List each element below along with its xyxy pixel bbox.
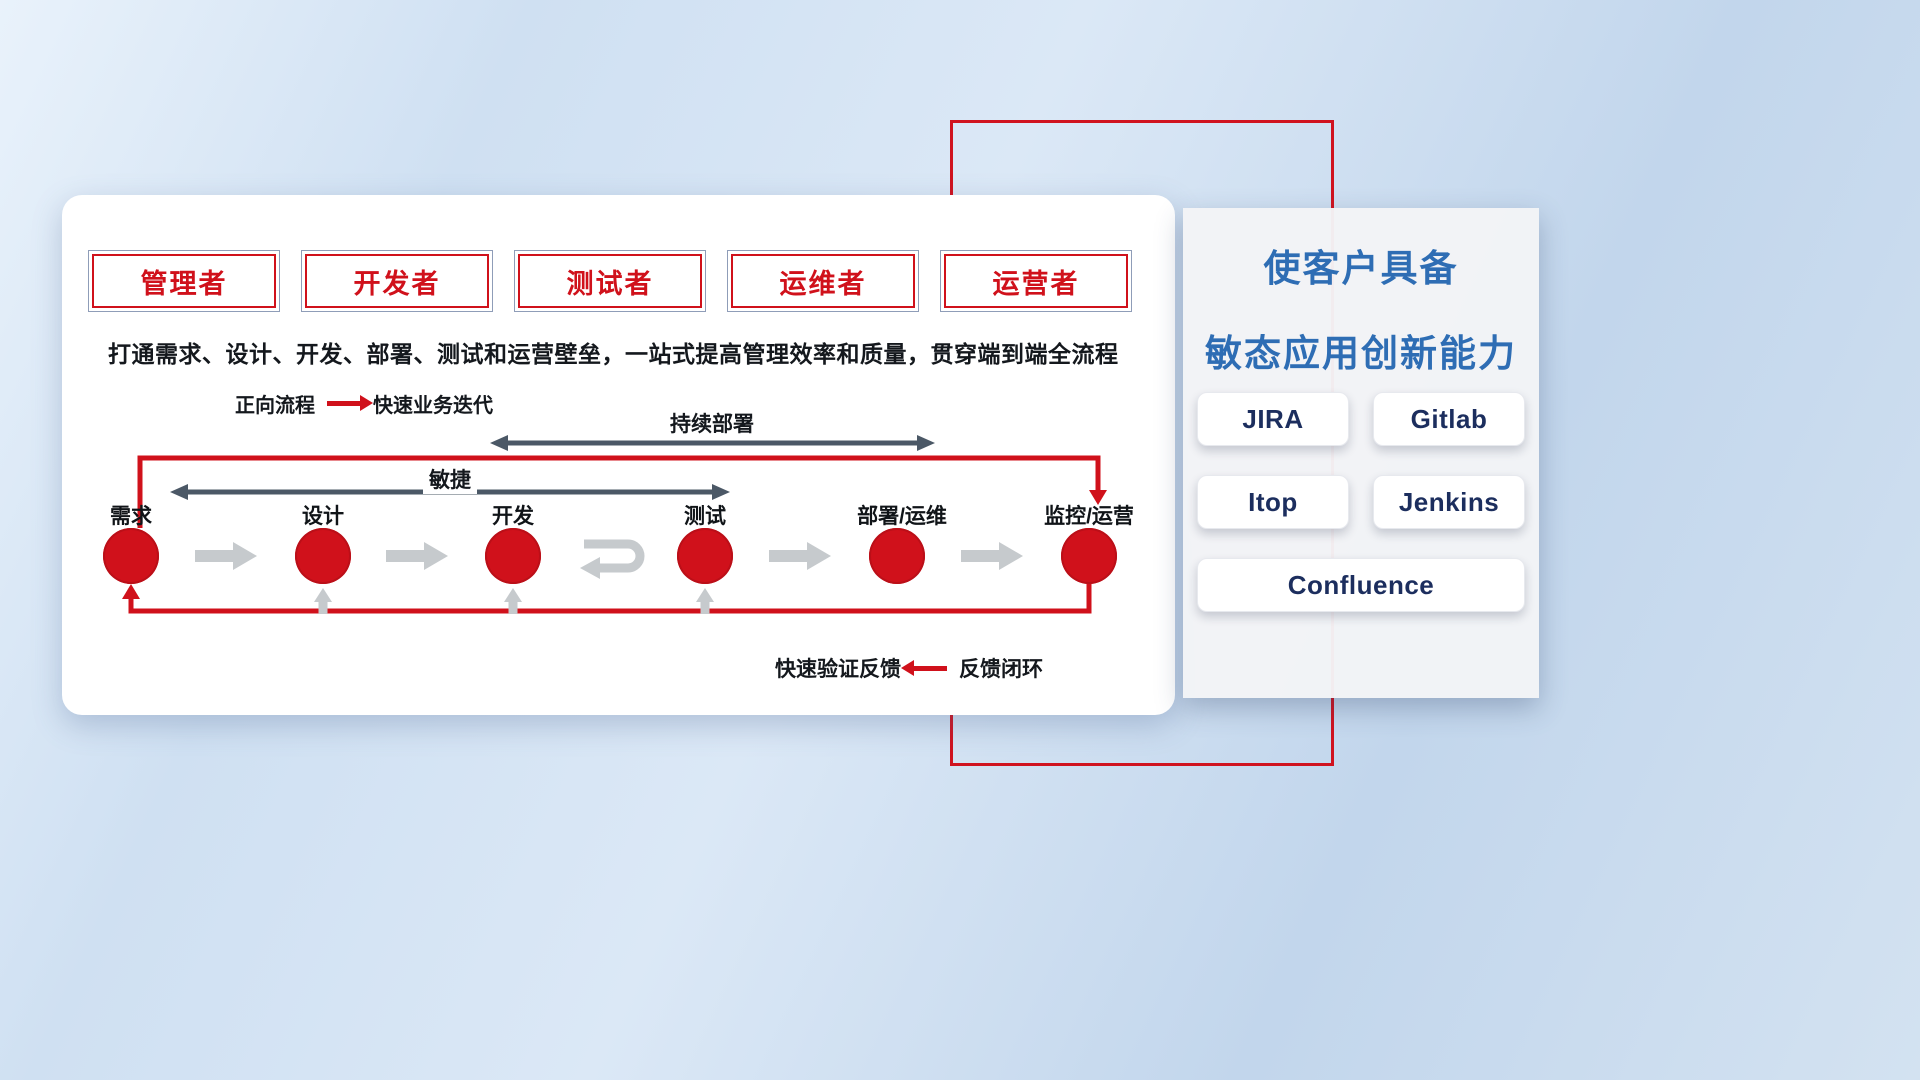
tool-grid: JIRA Gitlab Itop Jenkins Confluence bbox=[1197, 392, 1525, 612]
dark-arrow-lines bbox=[185, 440, 920, 495]
role-label-tester: 测试者 bbox=[566, 268, 654, 299]
stage-node-design bbox=[295, 528, 351, 584]
stage-label-testing: 测试 bbox=[684, 505, 726, 528]
legend-forward-label: 正向流程 bbox=[235, 395, 315, 417]
stage-label-deploy-ops: 部署/运维 bbox=[857, 505, 947, 528]
red-left-arrow-icon bbox=[901, 659, 947, 676]
dark-arrow-heads bbox=[170, 435, 935, 500]
legend-feedback: 快速验证反馈 反馈闭环 bbox=[775, 653, 1043, 683]
forward-loop-line bbox=[137, 455, 1101, 528]
role-label-developer: 开发者 bbox=[353, 268, 441, 299]
stage-label-development: 开发 bbox=[492, 505, 534, 528]
tool-jenkins: Jenkins bbox=[1373, 475, 1525, 529]
flow-diagram-lines bbox=[122, 435, 1107, 614]
tool-confluence: Confluence bbox=[1197, 558, 1525, 612]
role-label-manager: 管理者 bbox=[140, 268, 228, 299]
tool-itop: Itop bbox=[1197, 475, 1349, 529]
feedback-up-arrow-heads bbox=[314, 588, 714, 602]
stage-label-requirements: 需求 bbox=[110, 505, 152, 528]
role-box-ops: 运维者 bbox=[727, 250, 919, 312]
feedback-up-arrow-lines bbox=[318, 600, 710, 614]
legend-forward-caption: 快速业务迭代 bbox=[373, 395, 493, 417]
stage-node-testing bbox=[677, 528, 733, 584]
legend-forward: 正向流程 快速业务迭代 bbox=[235, 389, 493, 418]
stage-flow-arrow-icons bbox=[195, 542, 1023, 570]
role-label-operator: 运营者 bbox=[992, 268, 1080, 299]
feedback-loop-line bbox=[128, 584, 1092, 614]
red-flow-loops bbox=[128, 455, 1101, 614]
devops-flow-card: 管理者 开发者 测试者 运维者 运营者 打通需求、设计、开发、部署、测试和运营壁… bbox=[62, 195, 1175, 715]
stage-node-development bbox=[485, 528, 541, 584]
continuous-deployment-label: 持续部署 bbox=[670, 413, 754, 436]
stage-label-monitor-operations: 监控/运营 bbox=[1044, 505, 1134, 528]
role-label-ops: 运维者 bbox=[779, 268, 867, 299]
tool-gitlab: Gitlab bbox=[1373, 392, 1525, 446]
panel-title-line2: 敏态应用创新能力 bbox=[1205, 333, 1517, 374]
red-right-arrow-icon bbox=[327, 395, 373, 411]
role-row: 管理者 开发者 测试者 运维者 运营者 bbox=[88, 250, 1132, 312]
red-loop-arrow-heads bbox=[122, 490, 1107, 599]
stage-node-requirements bbox=[103, 528, 159, 584]
panel-title-line1: 使客户具备 bbox=[1263, 248, 1459, 289]
stage-label-design: 设计 bbox=[302, 505, 344, 528]
description-text: 打通需求、设计、开发、部署、测试和运营壁垒，一站式提高管理效率和质量，贯穿端到端… bbox=[108, 341, 1119, 367]
legend-feedback-label: 快速验证反馈 bbox=[775, 658, 901, 681]
iterate-loop-icon bbox=[580, 539, 645, 579]
tool-jira: JIRA bbox=[1197, 392, 1349, 446]
role-box-operator: 运营者 bbox=[940, 250, 1132, 312]
stage-node-monitor-operations bbox=[1061, 528, 1117, 584]
capability-panel: 使客户具备 敏态应用创新能力 JIRA Gitlab Itop Jenkins … bbox=[1183, 208, 1539, 698]
legend-feedback-caption: 反馈闭环 bbox=[959, 658, 1043, 681]
stage-node-deploy-ops bbox=[869, 528, 925, 584]
role-box-manager: 管理者 bbox=[88, 250, 280, 312]
agile-label: 敏捷 bbox=[423, 464, 477, 494]
role-box-developer: 开发者 bbox=[301, 250, 493, 312]
panel-title: 使客户具备 敏态应用创新能力 bbox=[1183, 238, 1539, 377]
role-box-tester: 测试者 bbox=[514, 250, 706, 312]
